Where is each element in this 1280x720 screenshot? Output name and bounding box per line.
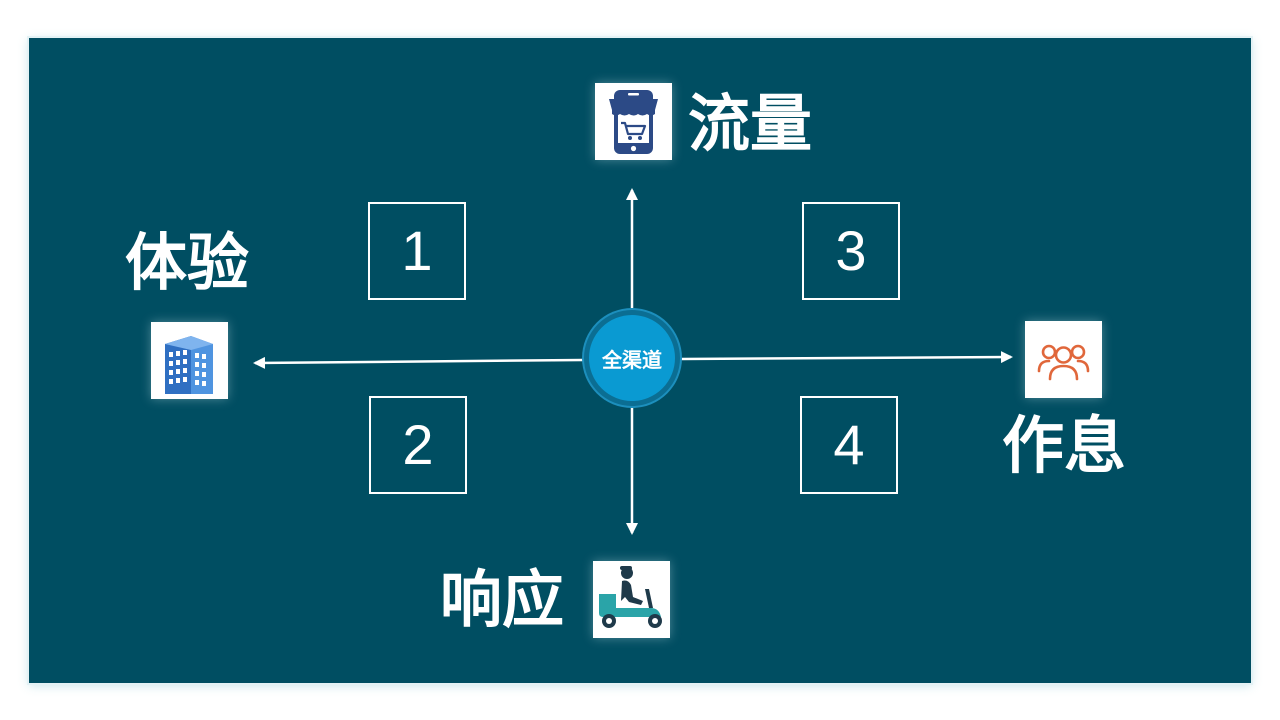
quadrant-2-box: 2	[369, 396, 467, 494]
quadrant-1-box: 1	[368, 202, 466, 300]
center-node: 全渠道	[584, 310, 680, 406]
axis-label-right: 作息	[1002, 409, 1127, 482]
axis-label-left: 体验	[125, 226, 250, 299]
quadrant-3-box: 3	[802, 202, 900, 300]
mobile-shop-cart-icon	[595, 83, 672, 160]
axis-label-top: 流量	[688, 87, 813, 160]
arrow-right	[680, 351, 1013, 364]
quadrant-4-box: 4	[800, 396, 898, 494]
arrow-left	[253, 356, 584, 369]
center-label: 全渠道	[602, 348, 662, 372]
user-group-icon	[1025, 321, 1102, 398]
office-building-icon	[151, 322, 228, 399]
axis-label-bottom: 响应	[440, 563, 565, 636]
delivery-scooter-icon	[593, 561, 670, 638]
